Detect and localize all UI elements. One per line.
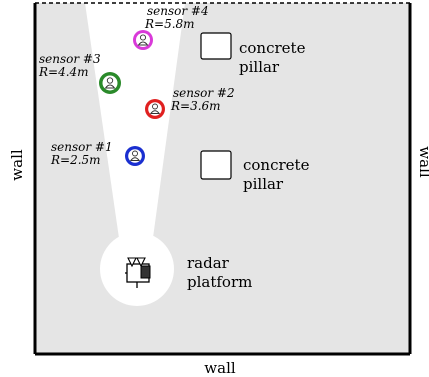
pillar-upper-square — [200, 32, 232, 60]
sensor-2-range: R=3.6m — [170, 99, 221, 113]
sensor-3-range: R=4.4m — [38, 65, 89, 79]
sensor-3-name: sensor #3 — [39, 52, 101, 66]
pillar-lower: concrete pillar — [200, 150, 310, 193]
pillar-upper-label-line1: concrete — [239, 39, 306, 57]
person-icon — [149, 103, 161, 114]
left-wall-label: wall — [8, 149, 26, 181]
platform-label-line2: platform — [187, 273, 252, 291]
sensor-1: sensor #1 R=2.5m — [50, 140, 145, 167]
pillar-lower-label-line2: pillar — [243, 175, 284, 193]
platform-label-line1: radar — [187, 254, 230, 272]
pillar-upper: concrete pillar — [200, 32, 306, 76]
radar-beam — [85, 3, 185, 245]
sensor-1-range: R=2.5m — [50, 153, 101, 167]
sensor-4-range: R=5.8m — [144, 17, 195, 31]
person-icon — [104, 77, 116, 89]
right-wall-label: wall — [416, 146, 429, 178]
person-icon — [129, 150, 141, 161]
sensor-1-name: sensor #1 — [51, 140, 113, 154]
sensor-2: sensor #2 R=3.6m — [145, 86, 235, 119]
sensor-3: sensor #3 R=4.4m — [38, 52, 121, 94]
pillar-upper-label-line2: pillar — [239, 58, 280, 76]
radar-platform-icon — [125, 257, 151, 288]
pillar-lower-label-line1: concrete — [243, 156, 310, 174]
person-icon — [137, 34, 149, 46]
pillar-lower-square — [200, 150, 232, 180]
sensor-4: sensor #4 R=5.8m — [133, 4, 209, 50]
bottom-wall-label: wall — [204, 359, 236, 377]
sensor-2-name: sensor #2 — [173, 86, 235, 100]
sensor-4-name: sensor #4 — [147, 4, 209, 18]
